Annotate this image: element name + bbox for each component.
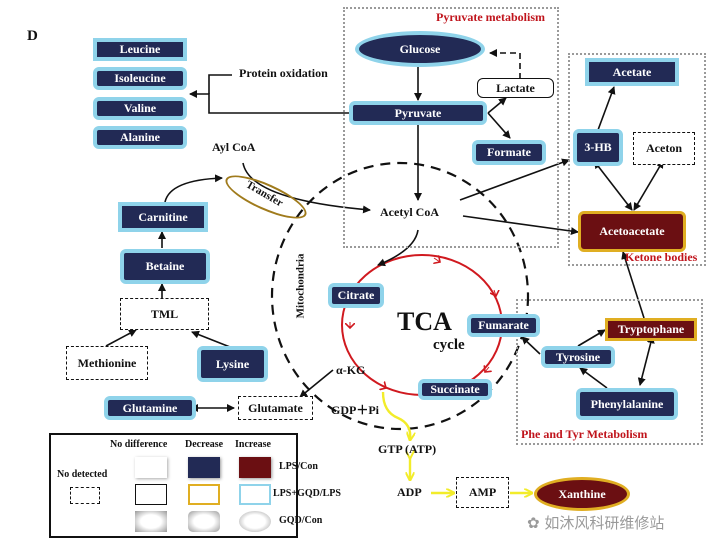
panel-label: D xyxy=(27,28,38,44)
legend-swatch-increase-lps xyxy=(239,457,271,478)
node-lysine[interactable]: Lysine xyxy=(197,346,268,382)
region-pyruvate-metabolism xyxy=(343,7,559,248)
label-acetyl-coa: Acetyl CoA xyxy=(380,205,439,219)
node-phenylalanine[interactable]: Phenylalanine xyxy=(576,388,678,420)
arrow-pyruvate-lactate xyxy=(487,97,507,114)
arrow-aceton-acetoacetate xyxy=(633,159,664,211)
legend-row-lps-gqd: LPS+GQD/LPS xyxy=(273,488,341,499)
legend-no-detected: No detected xyxy=(57,469,108,480)
tca-arrow-top xyxy=(434,258,440,262)
node-methionine[interactable]: Methionine xyxy=(66,346,148,380)
arrow-methionine-tml xyxy=(105,329,137,347)
label-ayl-coa: Ayl CoA xyxy=(212,140,256,154)
arrow-tyrosine-tryptophane xyxy=(577,329,606,347)
legend-swatch-decrease-lps xyxy=(188,457,220,478)
legend-swatch-nodiff-gqdcon xyxy=(135,511,167,532)
arrow-acetylcoa-tca xyxy=(377,229,419,267)
region-ketone-bodies xyxy=(568,53,706,266)
node-valine[interactable]: Valine xyxy=(93,97,187,120)
arrow-3hb-acetoacetate xyxy=(593,160,633,211)
node-glutamate[interactable]: Glutamate xyxy=(238,396,313,420)
legend-swatch-decrease-gqd xyxy=(188,484,220,505)
node-tryptophane[interactable]: Tryptophane xyxy=(605,318,697,341)
node-leucine[interactable]: Leucine xyxy=(93,38,187,61)
node-glucose[interactable]: Glucose xyxy=(355,31,485,67)
region-title-phe-tyr: Phe and Tyr Metabolism xyxy=(521,427,648,441)
node-betaine[interactable]: Betaine xyxy=(120,249,210,284)
region-title-ketone: Ketone bodies xyxy=(625,250,698,264)
legend-swatch-no-detected xyxy=(70,487,100,504)
label-protein-oxidation: Protein oxidation xyxy=(239,66,328,80)
arrow-carnitine-transfer xyxy=(164,174,223,203)
node-lactate[interactable]: Lactate xyxy=(477,78,554,98)
node-amp[interactable]: AMP xyxy=(456,477,509,508)
legend-swatch-nodiff-gqd xyxy=(135,484,167,505)
arrow-lysine-tml xyxy=(191,330,231,348)
label-adp: ADP xyxy=(397,485,422,499)
node-fumarate[interactable]: Fumarate xyxy=(467,314,540,337)
node-carnitine[interactable]: Carnitine xyxy=(118,202,208,232)
legend-swatch-nodiff-lps xyxy=(135,457,167,478)
node-alanine[interactable]: Alanine xyxy=(93,126,187,149)
node-isoleucine[interactable]: Isoleucine xyxy=(93,67,187,90)
region-phe-tyr xyxy=(516,299,703,445)
node-pyruvate[interactable]: Pyruvate xyxy=(349,101,487,125)
tca-arrow-lowright xyxy=(485,367,489,372)
legend-swatch-increase-gqdcon xyxy=(239,511,271,532)
arrow-phenylalanine-tyrosine xyxy=(579,367,608,389)
arrow-pyruvate-formate xyxy=(487,112,511,139)
node-aceton[interactable]: Aceton xyxy=(633,132,695,165)
arrow-lactate-glucose xyxy=(489,49,521,79)
arrow-tryptophane-acetoacetate xyxy=(621,251,645,319)
legend-col-no-difference: No difference xyxy=(110,439,168,450)
node-tml[interactable]: TML xyxy=(120,298,209,330)
line-protein-oxidation xyxy=(208,74,232,94)
tca-arrow-right xyxy=(494,290,496,296)
label-gtp-atp: GTP (ATP) xyxy=(378,442,437,456)
node-formate[interactable]: Formate xyxy=(472,140,546,165)
node-citrate[interactable]: Citrate xyxy=(328,283,384,308)
legend-row-lps-con: LPS/Con xyxy=(279,461,318,472)
node-succinate[interactable]: Succinate xyxy=(418,379,492,400)
legend-swatch-increase-gqd xyxy=(239,484,271,505)
legend-swatch-decrease-gqdcon xyxy=(188,511,220,532)
node-xanthine[interactable]: Xanthine xyxy=(534,477,630,511)
label-tca: TCA xyxy=(397,307,452,336)
arrow-3hb-acetate xyxy=(597,86,616,131)
watermark-text: 如沐风科研维修站 xyxy=(544,514,665,532)
node-3hb[interactable]: 3-HB xyxy=(573,129,623,166)
legend-col-increase: Increase xyxy=(235,439,271,450)
arrow-gdp-gtp xyxy=(381,391,410,440)
node-glutamine[interactable]: Glutamine xyxy=(104,396,196,420)
node-acetate[interactable]: Acetate xyxy=(585,58,679,86)
arrow-acetylcoa-3hb xyxy=(459,158,570,201)
region-title-pyruvate: Pyruvate metabolism xyxy=(436,10,545,24)
wechat-icon: ✿ xyxy=(527,514,545,532)
label-akg: α-KG xyxy=(336,363,366,377)
mitochondria-boundary xyxy=(270,161,530,431)
node-tyrosine[interactable]: Tyrosine xyxy=(541,346,615,368)
line-pyruvate-to-amino xyxy=(189,90,349,114)
arrow-akg-glutamate xyxy=(299,369,334,398)
legend-col-decrease: Decrease xyxy=(185,439,224,450)
label-gdp-pi: GDP＋Pi xyxy=(331,403,379,417)
tca-arrow-bottom xyxy=(381,385,386,388)
arrow-tyrosine-fumarate xyxy=(521,336,541,355)
legend-row-gqd-con: GQD/Con xyxy=(279,515,323,526)
node-acetoacetate[interactable]: Acetoacetate xyxy=(578,211,686,252)
watermark: ✿ 如沐风科研维修站 xyxy=(527,512,664,533)
label-mitochondria: Mitochondria xyxy=(294,253,307,319)
label-cycle: cycle xyxy=(433,337,465,353)
legend: No difference Decrease Increase No detec… xyxy=(49,433,341,538)
arrow-tryptophane-phenylalanine xyxy=(637,335,655,386)
